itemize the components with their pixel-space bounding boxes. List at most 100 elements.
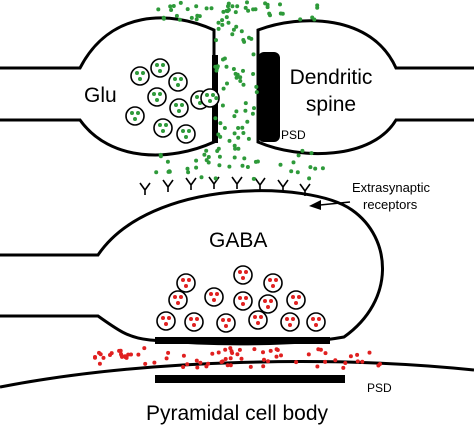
gaba-molecule (136, 352, 141, 357)
gaba-molecule (348, 354, 353, 359)
pyramidal-cell-outline (0, 360, 474, 389)
glutamate-molecule (215, 149, 220, 153)
gaba-molecule (252, 347, 257, 352)
glutamate-molecule (310, 15, 315, 20)
gaba-molecule (126, 352, 131, 357)
psd-bottom (155, 375, 345, 383)
psd-top-label: PSD (281, 128, 306, 142)
receptor (162, 179, 174, 192)
glutamate-molecule (232, 143, 237, 148)
glutamate-molecule (226, 20, 231, 25)
glutamate-vesicle (168, 72, 188, 92)
glutamate-molecule (224, 64, 229, 69)
gaba-label: GABA (209, 229, 268, 252)
glutamate-molecule (168, 4, 173, 9)
glutamate-molecule (220, 22, 225, 27)
glutamate-molecule (255, 159, 260, 164)
glutamate-molecule (236, 146, 241, 151)
gaba-vesicle (263, 273, 283, 293)
glutamate-molecule (307, 176, 312, 181)
glutamate-molecule (242, 156, 247, 161)
glutamate-vesicle (125, 106, 145, 126)
gaba-terminal-outline (0, 189, 384, 346)
glutamate-molecule (313, 166, 318, 171)
gaba-molecule (117, 348, 122, 353)
gaba-molecule (210, 351, 215, 356)
glutamate-molecule (245, 119, 250, 124)
glutamate-molecule (156, 7, 161, 12)
gaba-vesicle (248, 310, 268, 330)
glutamate-molecule (245, 165, 250, 169)
glutamate-molecule (254, 84, 259, 89)
gaba-active-zone (155, 337, 330, 344)
glutamate-molecule (252, 106, 256, 111)
glutamate-molecule (194, 158, 199, 163)
glutamate-molecule (246, 136, 251, 141)
glutamate-molecule (217, 163, 222, 168)
glutamate-molecule (243, 101, 248, 106)
glutamate-molecule (161, 16, 166, 21)
glutamate-molecule (204, 148, 209, 153)
gaba-molecule (181, 353, 186, 358)
glutamate-molecule (224, 15, 229, 20)
glutamate-molecule (247, 35, 251, 40)
glutamate-molecule (236, 135, 241, 140)
glutamate-molecule (226, 1, 231, 6)
gaba-molecule (262, 357, 266, 362)
glutamate-molecule (220, 103, 225, 108)
gaba-molecule (120, 354, 124, 359)
gaba-molecule (274, 354, 279, 359)
glutamate-molecule (232, 114, 237, 119)
glutamate-molecule (174, 13, 179, 18)
gaba-molecule (343, 361, 348, 365)
gaba-molecule (268, 348, 273, 353)
receptor (231, 176, 243, 189)
glutamate-molecule (204, 158, 209, 163)
glutamate-molecule (178, 0, 183, 5)
gaba-molecule (97, 361, 102, 366)
gaba-vesicle (286, 290, 306, 310)
glutamate-molecule (194, 4, 199, 9)
glutamate-molecule (300, 148, 305, 153)
glutamate-molecule (265, 5, 270, 10)
glutamate-molecule (221, 9, 226, 14)
gaba-vesicle (156, 311, 176, 331)
gaba-molecule (355, 359, 360, 364)
gaba-molecule (341, 365, 346, 370)
glutamate-molecule (240, 125, 245, 130)
gaba-molecule (318, 347, 323, 352)
glutamate-molecule (320, 166, 325, 171)
glutamate-molecule (195, 13, 200, 18)
glutamate-molecule (227, 164, 232, 169)
glutamate-molecule (308, 165, 313, 170)
glutamate-molecule (204, 6, 209, 11)
glutamate-molecule (234, 24, 239, 29)
gaba-vesicle (176, 273, 196, 293)
glutamate-molecule (295, 170, 300, 175)
extrasynaptic-arrow-head (309, 200, 321, 210)
spine-label: spine (305, 93, 357, 116)
glutamate-molecule (167, 169, 172, 174)
gaba-molecule (195, 365, 200, 370)
gaba-molecule (261, 364, 266, 369)
extrasynaptic-label-line2: receptors (363, 197, 418, 212)
glutamate-molecule (214, 38, 218, 43)
dendritic-spine-outline (256, 19, 474, 156)
glutamate-molecule (238, 75, 243, 80)
gaba-molecule (101, 355, 106, 360)
glutamate-molecule (232, 131, 237, 136)
glutamate-molecule (251, 72, 256, 76)
glutamate-molecule (251, 176, 256, 181)
receptor (185, 177, 197, 190)
glutamate-molecule (165, 159, 170, 164)
glutamate-molecule (278, 11, 283, 16)
glutamate-molecule (221, 57, 225, 62)
glutamate-molecule (186, 170, 191, 175)
gaba-molecule (378, 362, 382, 366)
glutamate-molecule (221, 86, 226, 91)
glutamate-molecule (241, 82, 246, 87)
extrasynaptic-arrow-line (319, 201, 351, 206)
gaba-vesicle (258, 294, 278, 314)
glutamate-molecule (243, 108, 248, 113)
receptor (254, 177, 266, 190)
